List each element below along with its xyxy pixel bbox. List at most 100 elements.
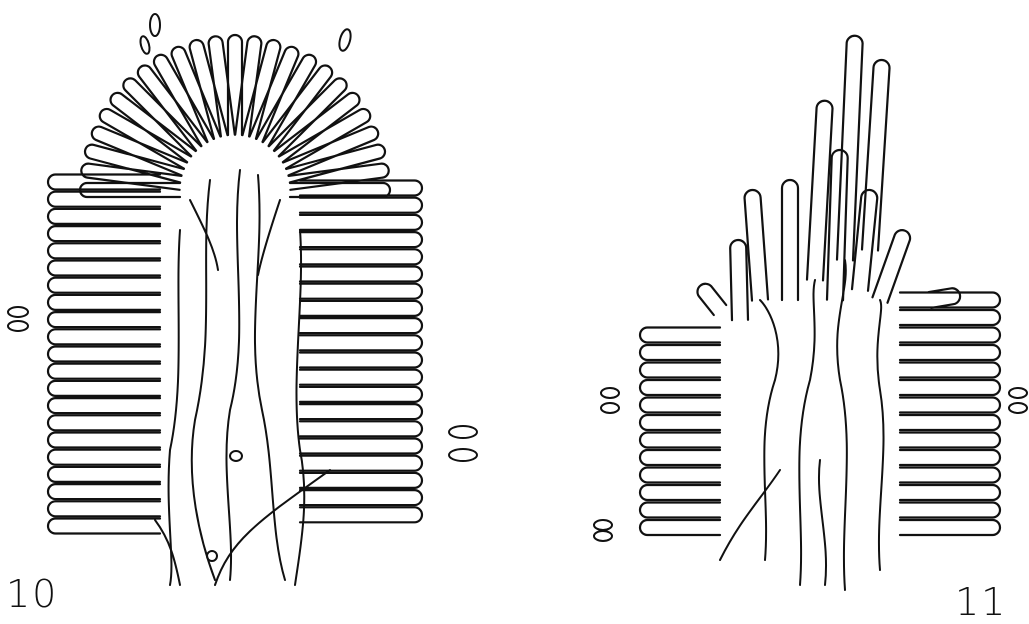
right-lobe (900, 433, 1000, 448)
left-lobe (48, 226, 160, 241)
right-lobe (900, 310, 1000, 325)
crown-lobe (123, 78, 201, 156)
left-lobe (640, 345, 720, 360)
right-lobe (300, 439, 422, 454)
crown-lobe (228, 35, 242, 135)
left-lobe (48, 192, 160, 207)
right-lobe (300, 370, 422, 385)
branch-stem (226, 170, 240, 580)
right-lobe (300, 318, 422, 333)
left-lobe (640, 450, 720, 465)
right-lobe (300, 387, 422, 402)
left-lobe (48, 364, 160, 379)
left-lobe (48, 295, 160, 310)
crown-lobe (289, 164, 389, 190)
left-lobe (48, 450, 160, 465)
fruit-pod (139, 35, 151, 54)
branch-stem (837, 260, 847, 590)
right-lobe (900, 485, 1000, 500)
right-lobe (300, 473, 422, 488)
right-lobe (300, 353, 422, 368)
left-lobe (48, 312, 160, 327)
right-lobe (300, 198, 422, 213)
left-lobe (48, 398, 160, 413)
fruit-pod (337, 28, 352, 52)
right-lobe (300, 249, 422, 264)
fruit-pod (601, 388, 619, 398)
branch-stem (192, 180, 215, 580)
bud-icon (207, 551, 217, 561)
crown-lobe (269, 78, 347, 156)
fruit-pod (8, 321, 28, 331)
crown-lobe (235, 36, 261, 136)
right-lobe (300, 215, 422, 230)
crown-lobe (782, 180, 798, 300)
right-lobe (900, 450, 1000, 465)
fruit-pod (449, 426, 477, 438)
right-lobe (300, 421, 422, 436)
fruit-pod (449, 449, 477, 461)
right-lobe (300, 267, 422, 282)
left-lobe (48, 209, 160, 224)
branch-stem (155, 520, 180, 585)
left-lobe (48, 433, 160, 448)
fruit-pod (601, 403, 619, 413)
left-lobe (48, 415, 160, 430)
left-lobe (48, 278, 160, 293)
left-lobe (48, 519, 160, 534)
fruit-pod (594, 531, 612, 541)
left-lobe (640, 520, 720, 535)
branch-stem (169, 230, 180, 585)
crown-lobe (85, 145, 184, 183)
left-lobe (48, 347, 160, 362)
bud-icon (230, 451, 242, 461)
left-lobe (640, 485, 720, 500)
fruit-pod (1009, 388, 1027, 398)
right-lobe (900, 345, 1000, 360)
crown-lobe (243, 40, 281, 139)
left-lobe (640, 328, 720, 343)
right-lobe (900, 398, 1000, 413)
right-lobe (900, 520, 1000, 535)
left-lobe (48, 243, 160, 258)
right-lobe (900, 415, 1000, 430)
right-lobe (900, 503, 1000, 518)
crown-lobe (730, 240, 748, 320)
left-lobe (640, 398, 720, 413)
left-lobe (48, 329, 160, 344)
left-lobe (640, 380, 720, 395)
left-lobe (48, 501, 160, 516)
crown-lobe (286, 145, 385, 183)
crown-lobe (190, 40, 228, 139)
right-lobe (300, 284, 422, 299)
left-lobe (48, 467, 160, 482)
right-lobe (300, 301, 422, 316)
left-lobe (640, 363, 720, 378)
left-lobe (640, 503, 720, 518)
branch-stem (190, 200, 218, 270)
left-lobe (640, 433, 720, 448)
right-lobe (900, 363, 1000, 378)
left-lobe (48, 484, 160, 499)
branch-stem (255, 175, 285, 580)
left-lobe (640, 468, 720, 483)
left-lobe (48, 381, 160, 396)
fruit-pod (8, 307, 28, 317)
branch-stem (720, 470, 780, 560)
left-lobe (640, 415, 720, 430)
branch-stem (760, 300, 778, 560)
branch-stem (877, 300, 883, 570)
branch-stem (258, 200, 280, 275)
fruit-pod (150, 14, 160, 36)
crown-lobe (81, 164, 181, 190)
crown-lobe (209, 36, 235, 136)
right-lobe (900, 328, 1000, 343)
right-lobe (300, 456, 422, 471)
right-lobe (900, 468, 1000, 483)
crown-lobe (697, 284, 726, 315)
crown-lobe (929, 288, 960, 308)
right-lobe (300, 232, 422, 247)
branch-stem (799, 280, 815, 585)
right-lobe (300, 335, 422, 350)
